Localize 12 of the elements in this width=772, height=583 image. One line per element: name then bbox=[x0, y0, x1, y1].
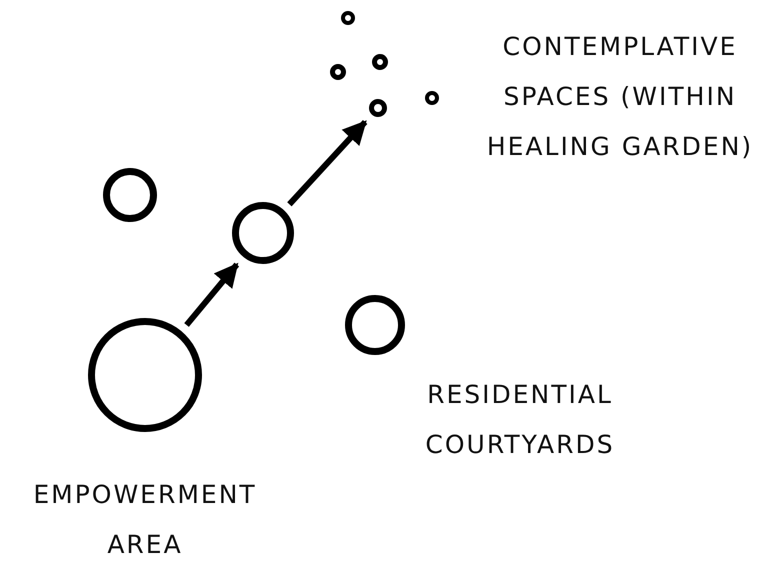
area-label: EMPOWERMENT AREA bbox=[32, 479, 258, 561]
dot-circle bbox=[425, 91, 439, 105]
arrow bbox=[184, 262, 240, 327]
dot-circle bbox=[330, 64, 346, 80]
arrow bbox=[287, 120, 368, 206]
dot-circle bbox=[369, 99, 387, 117]
area-label: CONTEMPLATIVE SPACES (WITHIN HEALING GARDEN) bbox=[486, 31, 754, 163]
area-circle bbox=[232, 202, 294, 264]
dot-circle bbox=[372, 54, 388, 70]
area-circle bbox=[103, 168, 157, 222]
area-label: RESIDENTIAL COURTYARDS bbox=[424, 379, 616, 461]
dot-circle bbox=[341, 11, 355, 25]
